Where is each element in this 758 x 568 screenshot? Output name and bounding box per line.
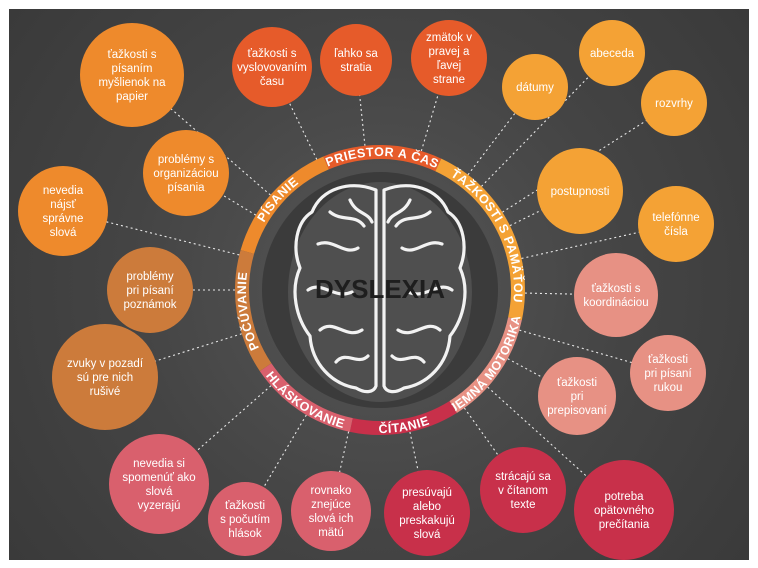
bubble-circle: [579, 20, 645, 86]
bubble-circle: [574, 460, 674, 560]
bubble-circle: [502, 54, 568, 120]
bubble-circle: [80, 23, 184, 127]
bubble-circle: [641, 70, 707, 136]
ring-segment-priestor: [323, 144, 442, 172]
brain-glow: [288, 182, 472, 402]
bubble-circle: [320, 24, 392, 96]
bubble-text: rozvrhy: [655, 98, 693, 110]
bubble-circle: [638, 186, 714, 262]
connector-motorika-1: [519, 329, 669, 374]
connector-hlaskovanie-0: [330, 431, 350, 512]
center-title: DYSLEXIA: [315, 274, 445, 304]
symptom-bubble: postupnosti: [537, 148, 623, 234]
bubble-text: dátumy: [516, 82, 554, 94]
category-label-citanie: ČÍTANIE: [378, 414, 431, 437]
bubble-circle: [208, 482, 282, 556]
symptom-bubble: dátumy: [502, 54, 568, 120]
bubble-circle: [537, 148, 623, 234]
ring-segment-pamat: [435, 158, 525, 321]
bubble-text: postupnosti: [551, 186, 610, 198]
bubble-circle: [18, 166, 108, 256]
bubble-circle: [52, 324, 158, 430]
connector-pocuvanie-0: [104, 333, 242, 378]
bubble-circle: [107, 247, 193, 333]
ring-segment-citanie: [349, 401, 457, 435]
bubble-circle: [291, 471, 371, 551]
ring-segment-hlaskovanie: [259, 363, 353, 432]
bubble-circle: [480, 447, 566, 533]
category-label-pocuvanie: POČÚVANIE: [235, 271, 262, 353]
category-label-priestor: PRIESTOR A ČAS: [324, 145, 441, 171]
bubble-circle: [232, 27, 312, 107]
symptom-bubble: abeceda: [579, 20, 645, 86]
bubble-circle: [384, 470, 470, 556]
center-brain: DYSLEXIA: [262, 172, 498, 408]
connector-citanie-0: [487, 386, 625, 511]
center-circle: [262, 172, 498, 408]
bubble-circle: [630, 335, 706, 411]
bubble-circle: [411, 20, 487, 96]
ring-segment-pocuvanie: [234, 250, 272, 372]
bubble-circle: [143, 130, 229, 216]
ring-segment-pisanie: [240, 156, 329, 254]
connector-citanie-1: [463, 407, 524, 491]
bubble-circle: [574, 253, 658, 337]
bubble-circle: [109, 434, 209, 534]
connector-pamat-0: [467, 86, 536, 176]
bubble-circle: [538, 357, 616, 435]
ring-segment-motorika: [449, 317, 522, 413]
symptom-bubble: rozvrhy: [641, 70, 707, 136]
bubble-text: abeceda: [590, 48, 635, 60]
brain-icon: [293, 184, 467, 394]
